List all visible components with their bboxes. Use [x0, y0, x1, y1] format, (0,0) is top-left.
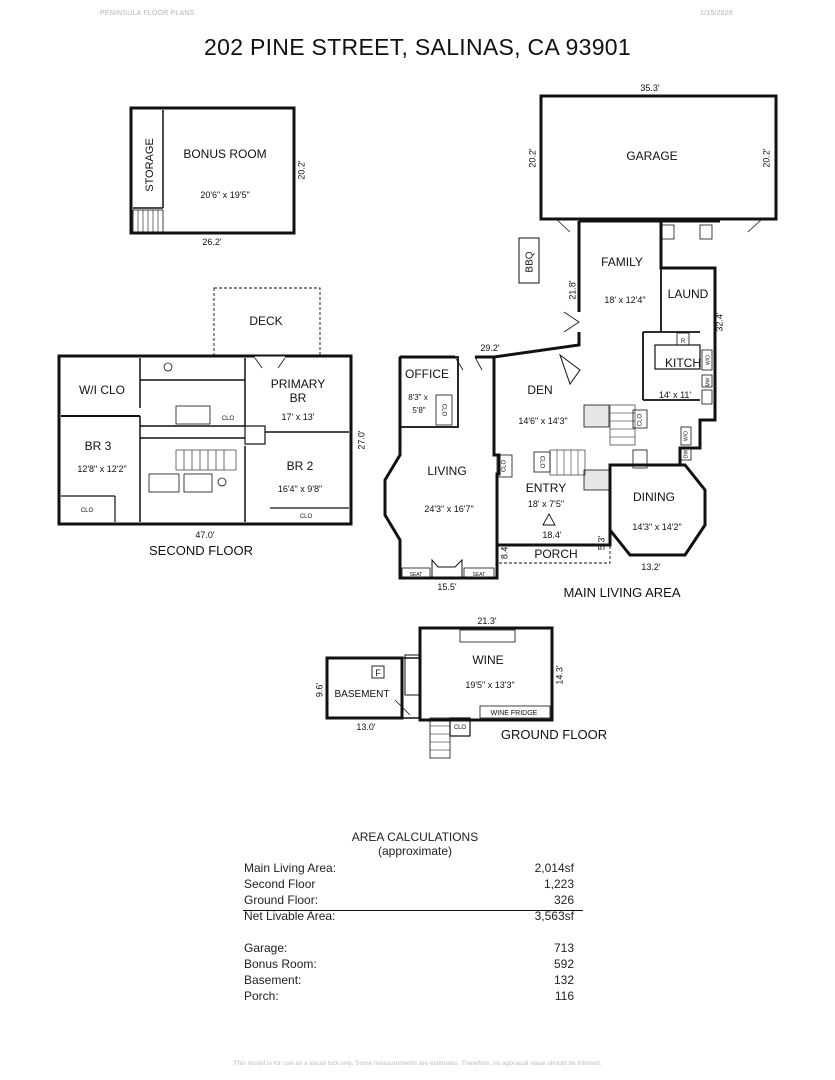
- dim-second-height: 27.0': [356, 430, 366, 450]
- dim-wine-height: 14.3': [554, 665, 564, 685]
- dim-main-right: 32.4': [714, 312, 724, 332]
- seat-left: SEAT: [410, 572, 423, 578]
- size-bonus-room: 20'6" x 19'5": [200, 190, 249, 200]
- size-office-1: 8'3" x: [408, 393, 428, 402]
- size-den: 14'6" x 14'3": [518, 416, 567, 426]
- area-total-rule: [243, 910, 583, 911]
- label-storage: STORAGE: [144, 138, 156, 192]
- label-wo-2: W/O: [683, 431, 689, 441]
- label-entry: ENTRY: [526, 481, 566, 495]
- dim-living-bottom: 15.5': [437, 582, 457, 592]
- label-primary-line2: BR: [290, 391, 307, 405]
- area-row: Garage:713: [244, 941, 574, 955]
- dim-bonus-width: 26.2': [202, 237, 222, 247]
- main-living-plan: [383, 219, 720, 580]
- area-subtitle: (approximate): [377, 844, 453, 858]
- label-kitch: KITCH: [665, 356, 701, 370]
- second-floor-plan: [57, 287, 353, 526]
- clo-br3: CLO: [81, 508, 94, 514]
- disclaimer-footer: This model is for use as a visual tool o…: [233, 1060, 602, 1067]
- label-wi-clo: W/I CLO: [79, 383, 125, 397]
- garage-plan: [518, 94, 778, 284]
- area-row: Porch:116: [244, 989, 574, 1003]
- label-porch: PORCH: [534, 547, 577, 561]
- dim-garage-left: 20.2': [527, 148, 537, 168]
- dim-dining-bottom: 13.2': [641, 562, 661, 572]
- size-br3: 12'8" x 12'2": [77, 464, 126, 474]
- size-living: 24'3" x 16'7": [424, 504, 473, 514]
- seat-right: SEAT: [473, 572, 486, 578]
- dim-main-top: 29.2': [480, 343, 500, 353]
- label-wine: WINE: [472, 653, 503, 667]
- dim-base-height: 9.6': [314, 683, 324, 698]
- area-row: Bonus Room:592: [244, 957, 574, 971]
- size-office-2: 5'8": [412, 406, 425, 415]
- bonus-room-plan: [129, 106, 296, 235]
- label-wo: W/O: [705, 355, 711, 365]
- size-kitch: 14' x 11': [659, 390, 692, 400]
- floor-plan: STORAGE BONUS ROOM 20'6" x 19'5" 26.2' 2…: [57, 83, 778, 759]
- size-primary: 17' x 13': [282, 412, 315, 422]
- size-wine: 19'5" x 13'3": [465, 680, 514, 690]
- date-header: 1/15/2026: [700, 10, 733, 17]
- clo-living: CLO: [502, 460, 508, 473]
- clo-ground: CLO: [454, 725, 467, 731]
- label-office: OFFICE: [405, 367, 449, 381]
- dim-garage-right: 20.2': [761, 148, 771, 168]
- dim-porch-width: 18.4': [542, 530, 562, 540]
- label-family: FAMILY: [601, 255, 643, 269]
- label-basement: BASEMENT: [334, 689, 389, 700]
- size-dining: 14'3" x 14'2": [632, 522, 681, 532]
- dim-wine-width: 21.3': [477, 616, 497, 626]
- label-br2: BR 2: [287, 459, 314, 473]
- label-dw: DW: [683, 450, 689, 459]
- area-row: Main Living Area:2,014sf: [244, 861, 574, 875]
- area-row: Basement:132: [244, 973, 574, 987]
- page-title: 202 PINE STREET, SALINAS, CA 93901: [204, 34, 631, 60]
- label-den: DEN: [527, 383, 552, 397]
- area-title: AREA CALCULATIONS: [351, 830, 479, 844]
- area-row: Ground Floor:326: [244, 893, 574, 907]
- clo-office: CLO: [440, 404, 446, 417]
- dim-main-side: 21.8': [567, 280, 577, 300]
- size-br2: 16'4" x 9'8": [278, 484, 322, 494]
- clo-hall: CLO: [638, 414, 644, 427]
- dim-bonus-height: 20.2': [296, 160, 306, 180]
- label-mw: MW: [705, 377, 711, 386]
- label-garage: GARAGE: [626, 149, 677, 163]
- clo-br2: CLO: [300, 514, 313, 520]
- label-r: R: [681, 339, 686, 345]
- dim-porch-right: 5.3': [596, 536, 606, 551]
- area-row: Net Livable Area:3,563sf: [244, 909, 574, 923]
- label-primary-line1: PRIMARY: [271, 377, 325, 391]
- ground-floor-plan: [325, 626, 554, 759]
- floor-label-ground: GROUND FLOOR: [501, 727, 607, 742]
- dim-second-width: 47.0': [195, 530, 215, 540]
- size-family: 18' x 12'4": [604, 295, 645, 305]
- size-entry: 18' x 7'5": [528, 499, 564, 509]
- label-laund: LAUND: [668, 287, 709, 301]
- label-bbq: BBQ: [525, 251, 536, 272]
- dim-garage-width: 35.3': [640, 83, 660, 93]
- label-bonus-room: BONUS ROOM: [183, 147, 266, 161]
- floor-label-second: SECOND FLOOR: [149, 543, 253, 558]
- label-dining: DINING: [633, 490, 675, 504]
- label-furnace: F: [375, 668, 381, 678]
- label-br3: BR 3: [85, 439, 112, 453]
- clo-entry: CLO: [538, 456, 544, 469]
- floor-label-main: MAIN LIVING AREA: [563, 585, 680, 600]
- company-header: PENINSULA FLOOR PLANS: [100, 10, 195, 17]
- label-deck: DECK: [249, 314, 282, 328]
- label-wine-fridge: WINE FRIDGE: [491, 710, 538, 717]
- dim-porch-height: 8.4': [499, 545, 509, 560]
- clo-bath: CLO: [222, 416, 235, 422]
- area-calculations: AREA CALCULATIONS (approximate) Main Liv…: [240, 830, 600, 1004]
- label-living: LIVING: [427, 464, 466, 478]
- dim-base-width: 13.0': [356, 722, 376, 732]
